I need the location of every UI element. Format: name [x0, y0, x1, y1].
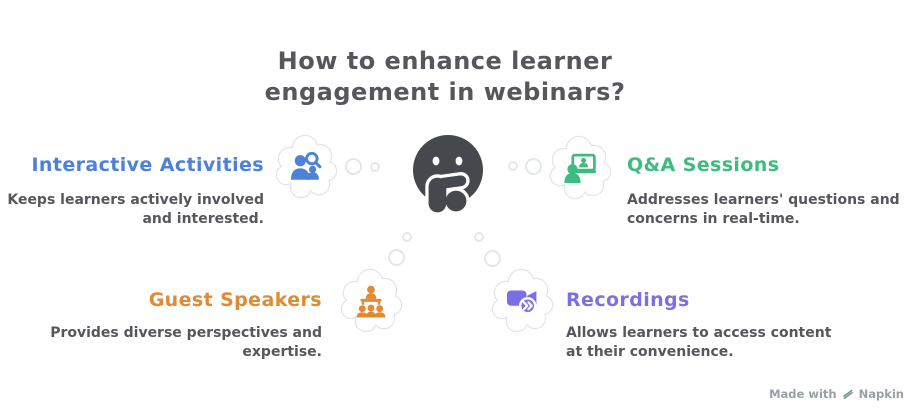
- thinking-face-icon: [413, 135, 483, 216]
- thought-cloud-guest-speakers: [337, 267, 405, 335]
- thought-bubble-dot: [484, 250, 501, 267]
- speaker-audience-icon: [356, 285, 386, 318]
- thought-cloud-qa-sessions: [546, 134, 614, 202]
- thought-bubble-dot: [402, 232, 412, 242]
- made-with-napkin-watermark[interactable]: Made with Napkin: [769, 387, 904, 401]
- thought-cloud-recordings: [488, 267, 556, 335]
- video-camera-icon: [507, 290, 537, 315]
- thought-bubble-dot: [508, 161, 518, 171]
- watermark-prefix: Made with: [769, 387, 837, 401]
- presenter-screen-icon: [564, 153, 596, 183]
- thought-bubble-dot: [388, 249, 405, 266]
- section-title-interactive-activities: Interactive Activities: [31, 154, 264, 176]
- people-search-icon: [291, 151, 322, 180]
- thought-cloud-interactive-activities: [272, 133, 340, 201]
- section-title-guest-speakers: Guest Speakers: [148, 289, 322, 311]
- thought-bubble-dot: [345, 158, 362, 175]
- section-description-qa-sessions: Addresses learners' questions and concer…: [627, 192, 900, 227]
- section-description-recordings: Allows learners to access content at the…: [566, 325, 832, 360]
- section-description-guest-speakers: Provides diverse perspectives and expert…: [50, 325, 322, 360]
- section-title-qa-sessions: Q&A Sessions: [627, 154, 780, 176]
- page-title: How to enhance learner engagement in web…: [264, 47, 626, 106]
- section-title-recordings: Recordings: [566, 289, 690, 311]
- watermark-brand: Napkin: [858, 387, 904, 401]
- section-description-interactive-activities: Keeps learners actively involved and int…: [7, 192, 264, 227]
- thinking-face-emoji: [406, 130, 490, 222]
- napkin-logo-icon: [842, 389, 853, 400]
- thought-bubble-dot: [474, 232, 484, 242]
- thought-bubble-dot: [525, 158, 542, 175]
- thought-bubble-dot: [370, 162, 380, 172]
